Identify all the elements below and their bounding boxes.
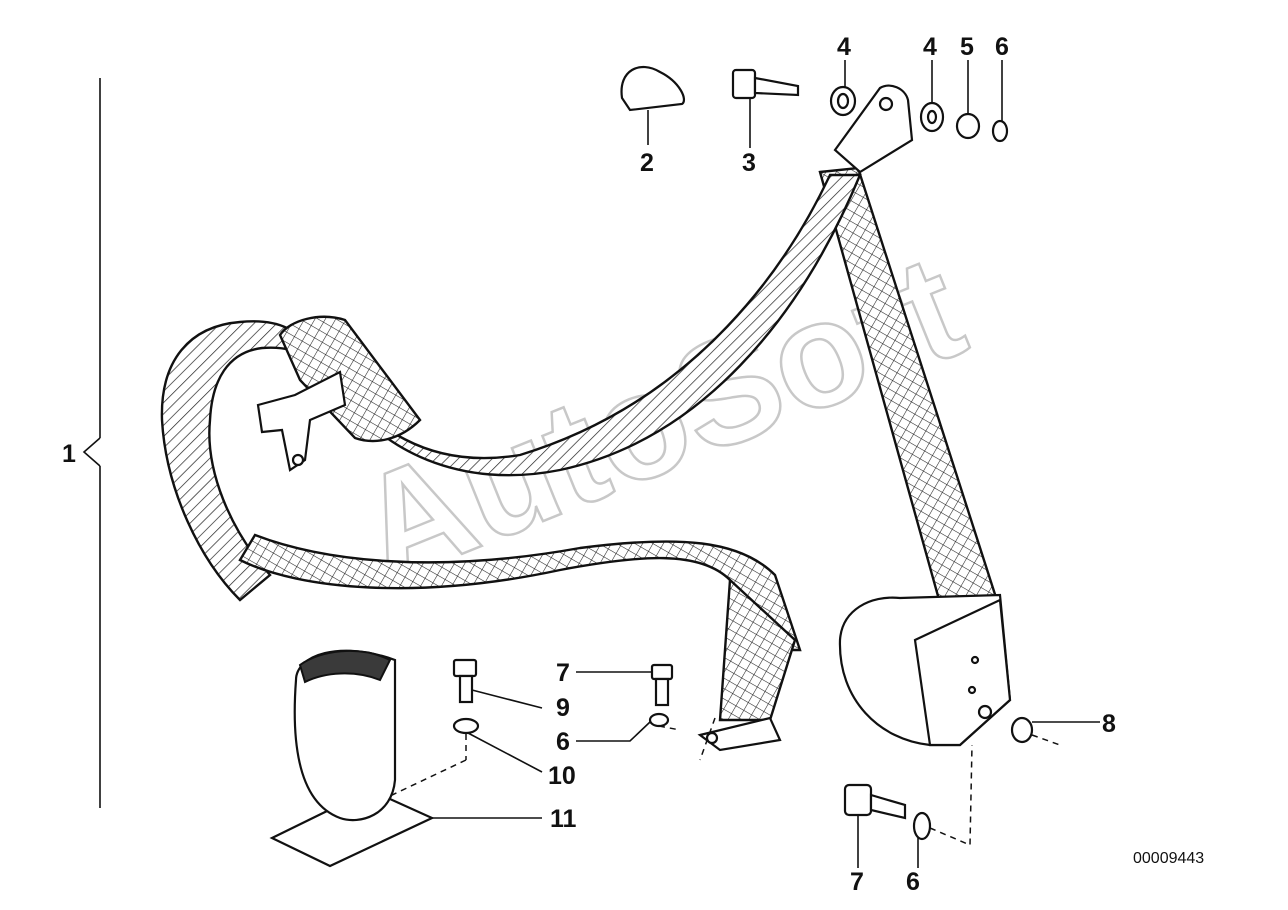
callout-3: 3	[742, 149, 756, 177]
callout-4b: 4	[923, 33, 937, 61]
callout-8: 8	[1102, 710, 1116, 738]
washer-icon	[829, 60, 945, 133]
bolt-7-icon	[576, 663, 716, 761]
belt-buckle-icon	[269, 649, 435, 868]
seat-belt-assembly-icon	[160, 84, 1002, 752]
callout-7a: 7	[556, 659, 570, 687]
bushing-icon	[955, 60, 981, 140]
bolt-icon	[731, 68, 800, 148]
nut-8-icon	[1010, 716, 1100, 746]
cover-cap-icon	[620, 66, 686, 145]
callout-2: 2	[640, 149, 654, 177]
callout-1: 1	[62, 440, 76, 468]
callout-9: 9	[556, 694, 570, 722]
nut-icon	[991, 60, 1009, 143]
bolt-7b-icon	[843, 744, 973, 868]
callout-11: 11	[550, 805, 577, 833]
callout-6c: 6	[906, 868, 920, 896]
assembly-bracket	[82, 78, 101, 808]
callout-5: 5	[960, 33, 974, 61]
callout-4a: 4	[837, 33, 851, 61]
callout-6a: 6	[995, 33, 1009, 61]
bolt-9-icon	[389, 658, 543, 819]
document-number: 00009443	[1133, 850, 1204, 867]
callout-6b: 6	[556, 728, 570, 756]
belt-retractor-icon	[838, 593, 1012, 747]
callout-7b: 7	[850, 868, 864, 896]
callout-10: 10	[548, 762, 576, 790]
